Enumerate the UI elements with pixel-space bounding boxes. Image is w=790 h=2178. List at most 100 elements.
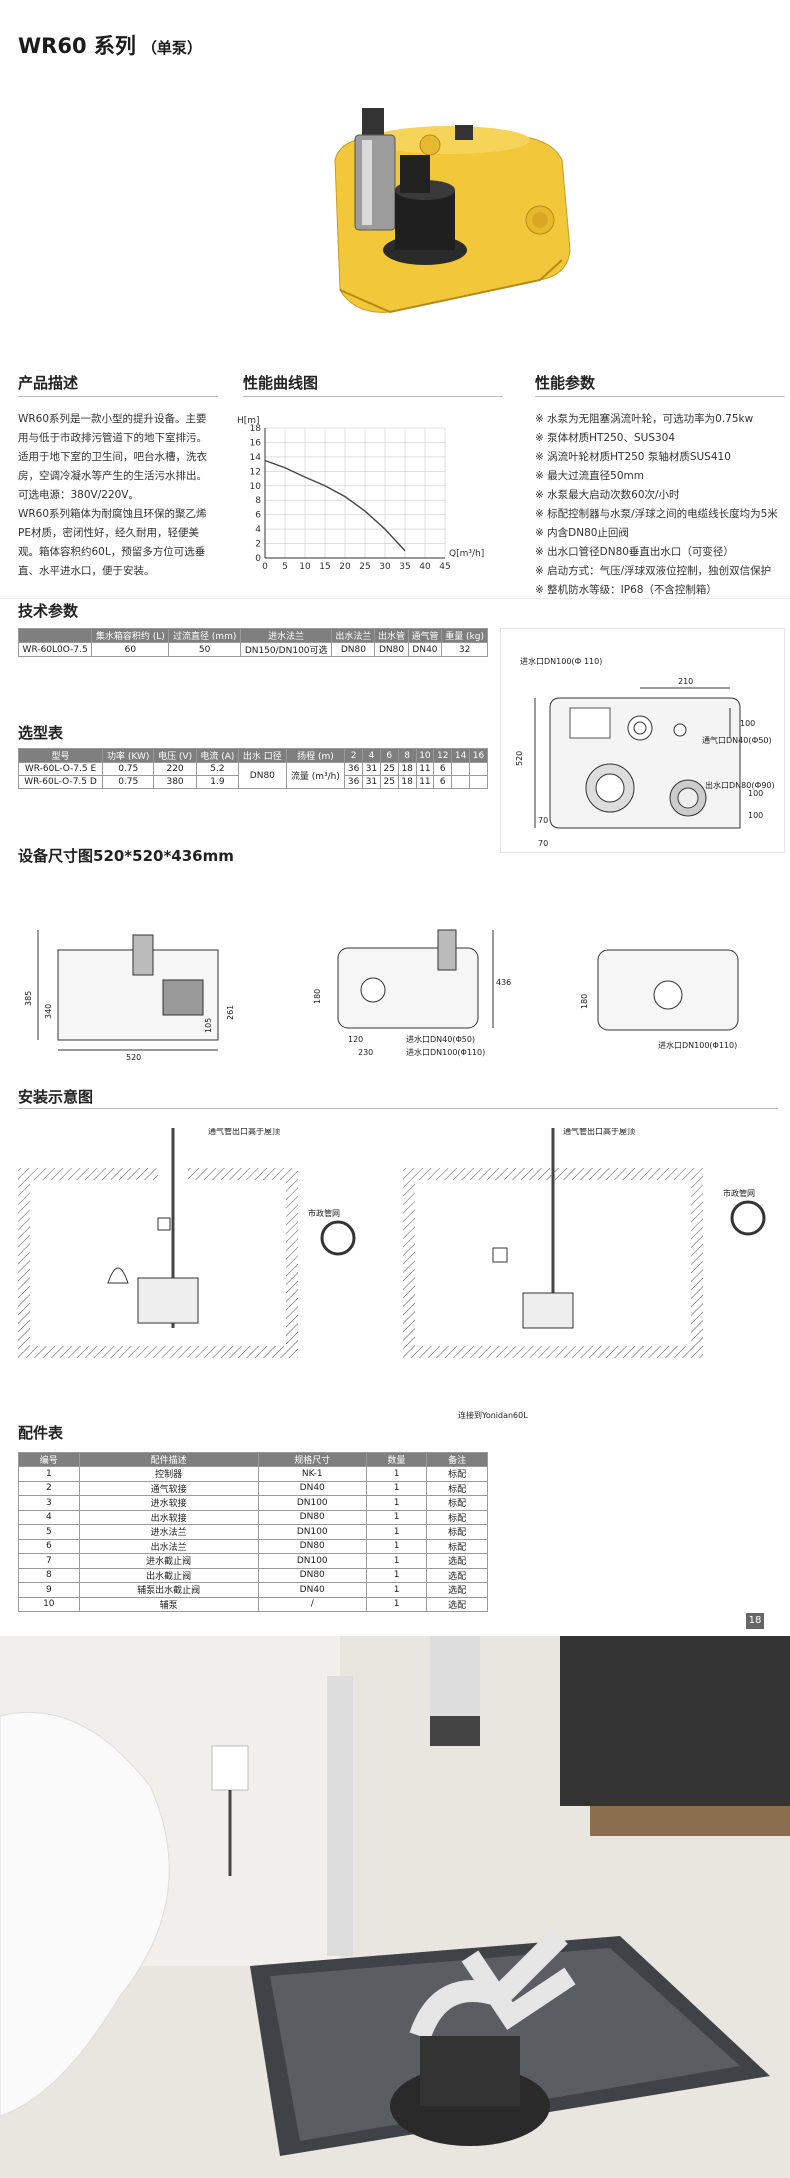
table-cell: 1 [365, 1509, 428, 1525]
description-line: 用与低于市政排污管道下的地下室排污。 [18, 432, 207, 444]
table-cell: 进水软接 [78, 1495, 259, 1511]
table-cell: 0.75 [102, 775, 155, 789]
table-cell: DN40 [257, 1480, 367, 1496]
top-view-drawing: 520 进水口DN100(Ф 110) 210 100 通气口DN40(Ф50)… [500, 628, 785, 853]
y-tick-label: 0 [255, 554, 261, 564]
table-cell: 标配 [426, 1509, 488, 1525]
table-cell: 25 [379, 762, 399, 776]
back-180: 180 [580, 994, 589, 1009]
param-item: ※ 涡流叶轮材质HT250 泵轴材质SUS410 [535, 451, 731, 463]
table-cell: 4 [362, 748, 381, 763]
table-cell: DN100 [257, 1495, 367, 1511]
table-cell: DN80 [238, 762, 287, 789]
back-inlet-label: 进水口DN100(Φ110) [658, 1040, 737, 1050]
parts-heading: 配件表 [18, 1424, 64, 1442]
table-cell: DN100 [257, 1553, 367, 1569]
y-tick-label: 12 [250, 467, 261, 477]
table-cell: 18 [397, 775, 417, 789]
y-tick-label: 14 [250, 453, 262, 463]
left-vent-label: 通气管出口高于屋顶 [208, 1128, 280, 1136]
table-cell: 11 [415, 762, 435, 776]
param-item: ※ 水泵为无阻塞涡流叶轮，可选功率为0.75kw [535, 413, 754, 425]
install-right: 通气管出口高于屋顶 市政管网 连接到Yonidan60L [403, 1128, 766, 1420]
table-cell: 14 [451, 748, 470, 763]
table-cell: 数量 [365, 1452, 428, 1467]
description-line: WR60系列箱体为耐腐蚀且环保的聚乙烯 [18, 508, 207, 520]
table-cell: 重量 (kg) [441, 628, 488, 643]
table-cell: 功率 (KW) [102, 748, 155, 763]
x-tick-label: 40 [419, 562, 431, 572]
table-cell: 1 [365, 1596, 428, 1612]
installation-photo [0, 1636, 790, 2178]
description-heading: 产品描述 [18, 374, 79, 392]
y-tick-label: 2 [255, 540, 261, 550]
table-cell: 出水截止阀 [78, 1567, 259, 1583]
y-tick-label: 18 [250, 424, 262, 434]
table-cell: 标配 [426, 1538, 488, 1554]
front-h385: 385 [24, 991, 33, 1006]
table-cell: DN80 [257, 1538, 367, 1554]
front-view: 520 385 340 261 105 [24, 930, 235, 1060]
table-cell: 备注 [426, 1452, 488, 1467]
side-view: 436 180 120 230 进水口DN40(Φ50) 进水口DN100(Φ1… [313, 929, 511, 1057]
front-h105: 105 [204, 1018, 213, 1033]
description-line: 房，空调冷凝水等产生的生活污水排出。 [18, 470, 207, 482]
table-cell: WR-60L-O-7.5 D [17, 775, 104, 789]
table-cell: 50 [168, 642, 241, 657]
table-cell: 标配 [426, 1466, 488, 1482]
table-cell: 进水法兰 [78, 1524, 259, 1540]
y-tick-label: 16 [250, 438, 262, 448]
table-cell: 进水法兰 [239, 628, 333, 643]
table-cell: 编号 [18, 1452, 80, 1467]
install-left: 通气管出口高于屋顶 市政管网 [18, 1128, 356, 1358]
param-item: ※ 标配控制器与水泵/浮球之间的电缆线长度均为5米 [535, 508, 778, 520]
x-tick-label: 30 [379, 562, 391, 572]
table-cell: / [257, 1596, 367, 1612]
table-cell: 10 [415, 748, 435, 763]
description-line: WR60系列是一款小型的提升设备。主要 [18, 413, 207, 425]
table-cell: 出水软接 [78, 1509, 259, 1525]
outlet-label: 出水口DN80(Ф90) [705, 780, 775, 790]
page-title: WR60 系列（单泵） [18, 34, 202, 58]
install-heading: 安装示意图 [18, 1088, 94, 1106]
table-cell: DN100 [257, 1524, 367, 1540]
description-line: PE材质，密闭性好，经久耐用，轻便美 [18, 527, 199, 539]
table-cell: 扬程 (m) [285, 748, 346, 763]
y-tick-label: 8 [255, 496, 261, 506]
table-cell: 配件描述 [78, 1452, 259, 1467]
table-cell: 1 [365, 1466, 428, 1482]
dim-520: 520 [515, 751, 524, 766]
y-axis-label: H[m] [237, 416, 260, 426]
table-cell: 集水箱容积约 (L) [91, 628, 170, 643]
tech-params-table: 集水箱容积约 (L)过流直径 (mm)进水法兰出水法兰出水管通气管重量 (kg)… [17, 628, 488, 657]
table-cell: 10 [18, 1596, 80, 1612]
dimensions-heading: 设备尺寸图520*520*436mm [18, 847, 234, 865]
table-cell: 电流 (A) [195, 748, 240, 763]
table-cell: 18 [397, 762, 417, 776]
table-cell: 8 [397, 748, 417, 763]
table-cell: 380 [153, 775, 197, 789]
param-item: ※ 最大过流直径50mm [535, 470, 644, 482]
table-cell: 出水法兰 [331, 628, 376, 643]
x-tick-label: 35 [399, 562, 410, 572]
page-number: 18 [746, 1613, 764, 1629]
description-line: 观。箱体容积约60L，预留多方位可选垂 [18, 546, 206, 558]
inlet-110-label: 进水口DN100(Φ110) [406, 1047, 485, 1057]
table-cell: 进水截止阀 [78, 1553, 259, 1569]
y-tick-label: 10 [250, 482, 262, 492]
side-120: 120 [348, 1035, 363, 1044]
table-cell: 通气软接 [78, 1480, 259, 1496]
param-item: ※ 出水口管径DN80垂直出水口（可变径） [535, 546, 734, 558]
table-cell: NK-1 [257, 1466, 367, 1482]
table-cell: 6 [433, 775, 453, 789]
table-cell: 标配 [426, 1480, 488, 1496]
table-cell: 出水管 [374, 628, 409, 643]
